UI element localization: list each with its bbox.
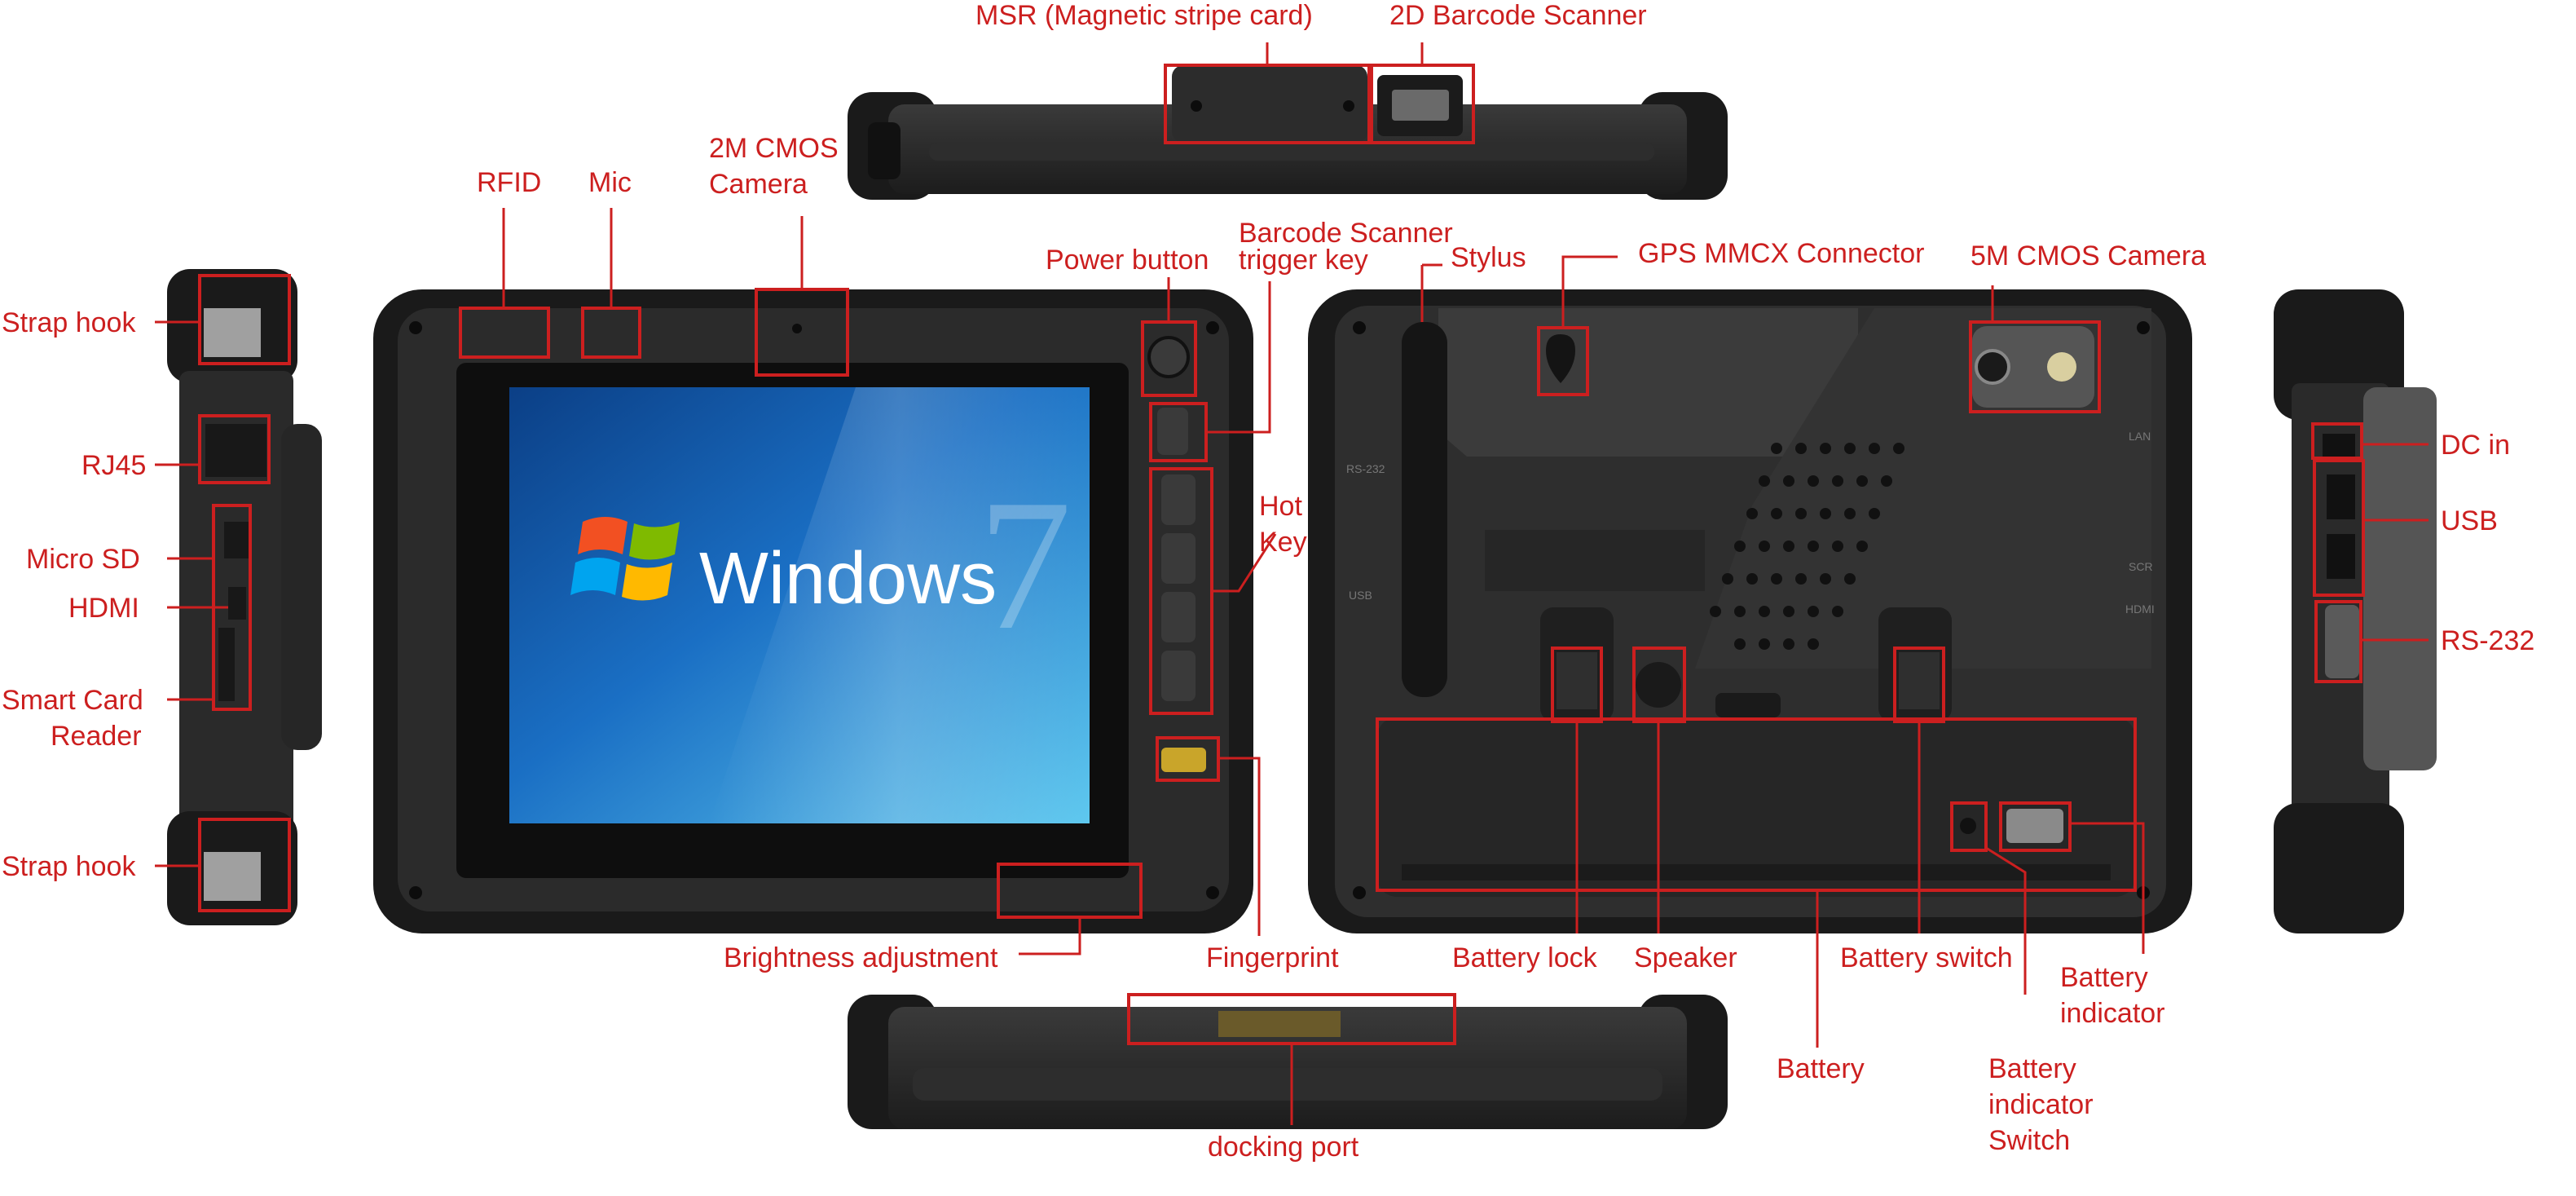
smart-card-slot <box>218 628 235 701</box>
label-gps: GPS MMCX Connector <box>1638 238 1924 269</box>
label-rj45: RJ45 <box>81 450 146 481</box>
camera-lens-icon <box>1975 349 2010 385</box>
front-view: Windows 7 <box>373 289 1253 933</box>
vent-grille <box>1710 443 1904 650</box>
label-2m-camera-2: Camera <box>709 169 808 200</box>
label-speaker: Speaker <box>1634 942 1737 973</box>
callout-labels: MSR (Magnetic stripe card) 2D Barcode Sc… <box>2 0 2534 1163</box>
label-bis-3: Switch <box>1988 1125 2070 1156</box>
label-2m-camera-1: 2M CMOS <box>709 133 839 164</box>
label-stylus: Stylus <box>1451 242 1526 273</box>
right-side-view <box>2274 289 2437 933</box>
label-strap-top: Strap hook <box>2 307 136 338</box>
power-button[interactable] <box>1147 336 1190 378</box>
marking-scr: SCR <box>2129 560 2153 573</box>
left-side-view <box>167 269 322 925</box>
label-battery-lock: Battery lock <box>1452 942 1598 973</box>
hdmi-port <box>228 587 246 620</box>
label-smartcard-2: Reader <box>51 721 142 752</box>
label-2d-barcode: 2D Barcode Scanner <box>1389 0 1647 31</box>
rs232-port <box>2325 605 2359 678</box>
label-5m-camera: 5M CMOS Camera <box>1971 241 2206 271</box>
windows-logo-icon <box>570 517 680 601</box>
rj45-port <box>205 424 266 477</box>
label-mic: Mic <box>588 167 632 198</box>
label-strap-bottom: Strap hook <box>2 851 136 882</box>
hot-key-2[interactable] <box>1161 533 1196 584</box>
marking-lan: LAN <box>2129 430 2151 443</box>
label-hotkey-2: Key <box>1259 527 1307 558</box>
label-bis-2: indicator <box>1988 1089 2094 1120</box>
label-battery-switch: Battery switch <box>1840 942 2013 973</box>
label-rs232: RS-232 <box>2441 625 2534 656</box>
label-brightness: Brightness adjustment <box>724 942 998 973</box>
label-fingerprint: Fingerprint <box>1206 942 1339 973</box>
label-battery-indicator-2: indicator <box>2060 998 2165 1029</box>
screen-os-name: Windows <box>699 538 997 620</box>
top-edge-view <box>848 65 1728 200</box>
dc-in-port <box>2323 434 2355 458</box>
label-msr: MSR (Magnetic stripe card) <box>975 0 1313 31</box>
msr-slot <box>1172 65 1367 143</box>
hot-key-4[interactable] <box>1161 651 1196 701</box>
label-rfid: RFID <box>477 167 541 198</box>
back-view: RS-232 USB LAN SCR HDMI <box>1308 289 2192 933</box>
label-power-button: Power button <box>1046 245 1209 276</box>
label-battery-indicator-1: Battery <box>2060 962 2148 993</box>
speaker-icon <box>1636 662 1681 708</box>
bottom-edge-view <box>848 995 1728 1129</box>
marking-usb: USB <box>1349 589 1372 602</box>
hot-key-3[interactable] <box>1161 592 1196 642</box>
micro-sd-slot <box>224 522 249 558</box>
label-microsd: Micro SD <box>26 544 140 575</box>
marking-hdmi: HDMI <box>2125 602 2155 616</box>
marking-rs232: RS-232 <box>1346 462 1385 475</box>
label-trigger-2: trigger key <box>1239 245 1368 276</box>
label-dc-in: DC in <box>2441 430 2510 461</box>
usb-port-1 <box>2327 474 2355 519</box>
label-hdmi: HDMI <box>68 593 139 624</box>
gps-connector-icon <box>1546 334 1575 383</box>
label-usb: USB <box>2441 505 2498 536</box>
stylus-slot <box>1402 322 1447 697</box>
trigger-key[interactable] <box>1157 408 1188 455</box>
label-trigger-1: Barcode Scanner <box>1239 218 1453 249</box>
label-hotkey-1: Hot <box>1259 491 1302 522</box>
label-smartcard-1: Smart Card <box>2 685 143 716</box>
label-bis-1: Battery <box>1988 1053 2076 1084</box>
screen-os-version: 7 <box>978 461 1072 669</box>
leader-lines <box>155 42 2428 1125</box>
usb-port-2 <box>2327 534 2355 579</box>
label-battery: Battery <box>1777 1053 1865 1084</box>
label-docking: docking port <box>1208 1132 1359 1163</box>
hot-key-1[interactable] <box>1161 474 1196 525</box>
battery-pack <box>1377 717 2135 897</box>
fingerprint-sensor <box>1161 748 1206 772</box>
docking-connector <box>1218 1011 1341 1037</box>
